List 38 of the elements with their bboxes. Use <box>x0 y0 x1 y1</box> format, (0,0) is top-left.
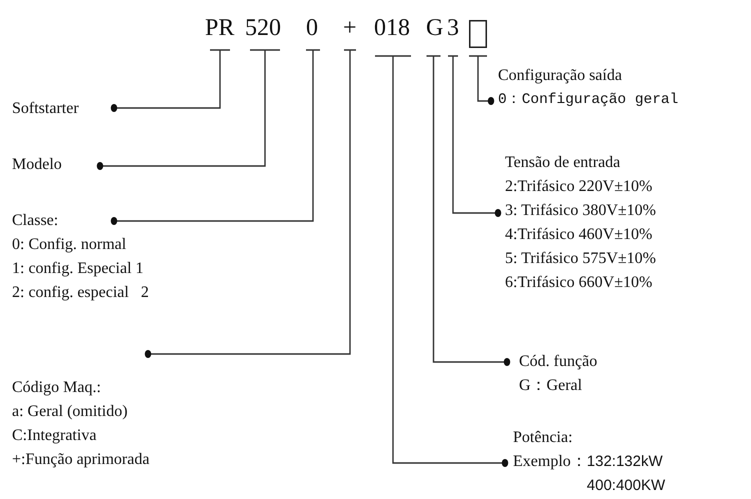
option-text: a: Geral (omitido) <box>12 402 129 422</box>
option-text: C:Integrativa <box>12 426 98 446</box>
heading: Tensão de entrada <box>505 153 622 173</box>
code-character: PR <box>205 14 235 50</box>
option-text: 0: Config. normal <box>12 235 128 255</box>
leader-line <box>447 55 502 217</box>
option-text: +:Função aprimorada <box>12 450 150 470</box>
leader-line <box>96 49 281 170</box>
leader-line <box>144 49 357 358</box>
code-character: 520 <box>245 14 285 50</box>
option-text: 1: config. Especial 1 <box>12 259 145 279</box>
part-label: Softstarter <box>12 99 80 119</box>
heading: Configuração saída <box>498 66 623 86</box>
option-text: 0：Configuração geral <box>498 91 680 110</box>
heading: Código Maq.: <box>12 378 102 398</box>
code-character: 0 <box>306 14 320 50</box>
option-text: 2:Trifásico 220V±10% <box>505 177 654 197</box>
code-character: 3 <box>447 14 459 56</box>
heading: Classe: <box>12 211 60 231</box>
example-values: 132:132kW 400:400KW <box>586 452 666 496</box>
code-character: 018 <box>374 14 412 56</box>
option-text: 3: Trifásico 380V±10% <box>505 201 658 221</box>
example-label: Exemplo： <box>513 452 587 472</box>
leader-line <box>426 55 510 366</box>
leader-line <box>374 55 508 467</box>
heading: Cód. função <box>519 352 598 372</box>
option-text: 5: Trifásico 575V±10% <box>505 249 658 269</box>
option-text: 6:Trifásico 660V±10% <box>505 273 654 293</box>
leader-line <box>468 55 494 105</box>
part-label: Modelo <box>12 155 63 175</box>
code-character: G <box>426 14 441 56</box>
code-character: + <box>343 14 357 50</box>
heading: Potência: <box>513 428 574 448</box>
option-text: 4:Trifásico 460V±10% <box>505 225 654 245</box>
option-text: 2: config. especial 2 <box>12 283 150 303</box>
option-text: G：Geral <box>519 376 584 396</box>
leader-line <box>110 49 231 112</box>
leader-line <box>110 49 321 225</box>
